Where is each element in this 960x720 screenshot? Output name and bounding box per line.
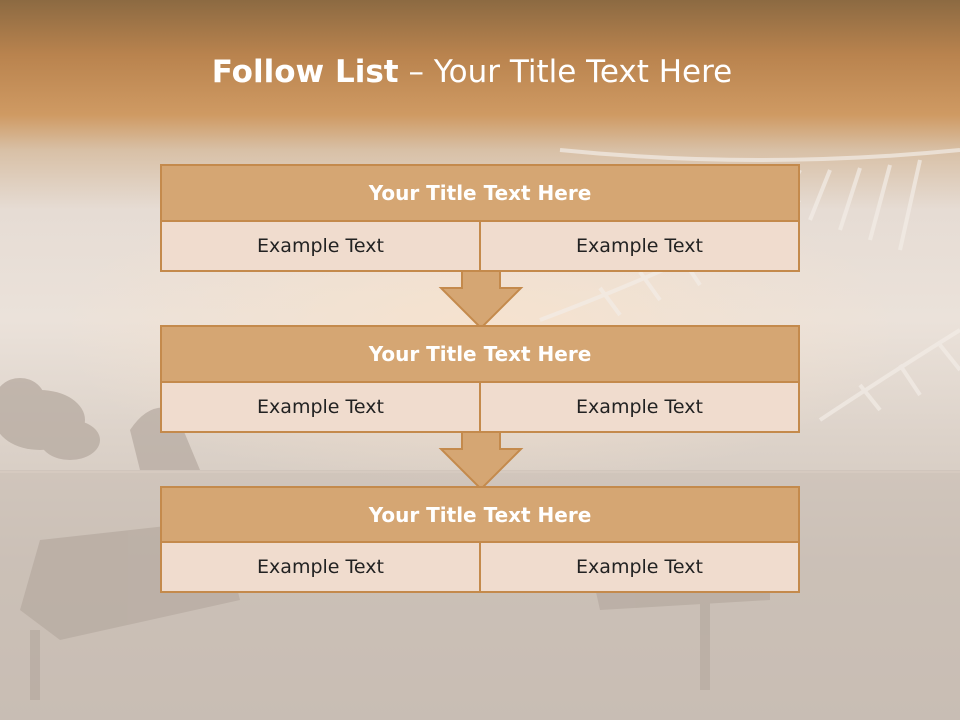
block-cell-left: Example Text	[162, 222, 479, 270]
block-cell-left: Example Text	[162, 543, 479, 591]
block-cell-left: Example Text	[162, 383, 479, 431]
slide-title-bold: Follow List	[211, 54, 399, 90]
slide-title: Follow List – Your Title Text Here	[0, 54, 944, 90]
block-row: Example Text Example Text	[162, 222, 798, 270]
block-cell-right: Example Text	[479, 222, 798, 270]
list-block-1: Your Title Text Here Example Text Exampl…	[160, 164, 800, 272]
block-row: Example Text Example Text	[162, 543, 798, 591]
block-title: Your Title Text Here	[162, 166, 798, 222]
down-arrow-icon	[438, 431, 524, 491]
block-title: Your Title Text Here	[162, 327, 798, 383]
block-cell-right: Example Text	[479, 383, 798, 431]
block-row: Example Text Example Text	[162, 383, 798, 431]
slide-title-rest: – Your Title Text Here	[398, 54, 733, 90]
down-arrow-icon	[438, 270, 524, 330]
list-block-3: Your Title Text Here Example Text Exampl…	[160, 486, 800, 593]
block-cell-right: Example Text	[479, 543, 798, 591]
list-block-2: Your Title Text Here Example Text Exampl…	[160, 325, 800, 433]
block-title: Your Title Text Here	[162, 488, 798, 543]
